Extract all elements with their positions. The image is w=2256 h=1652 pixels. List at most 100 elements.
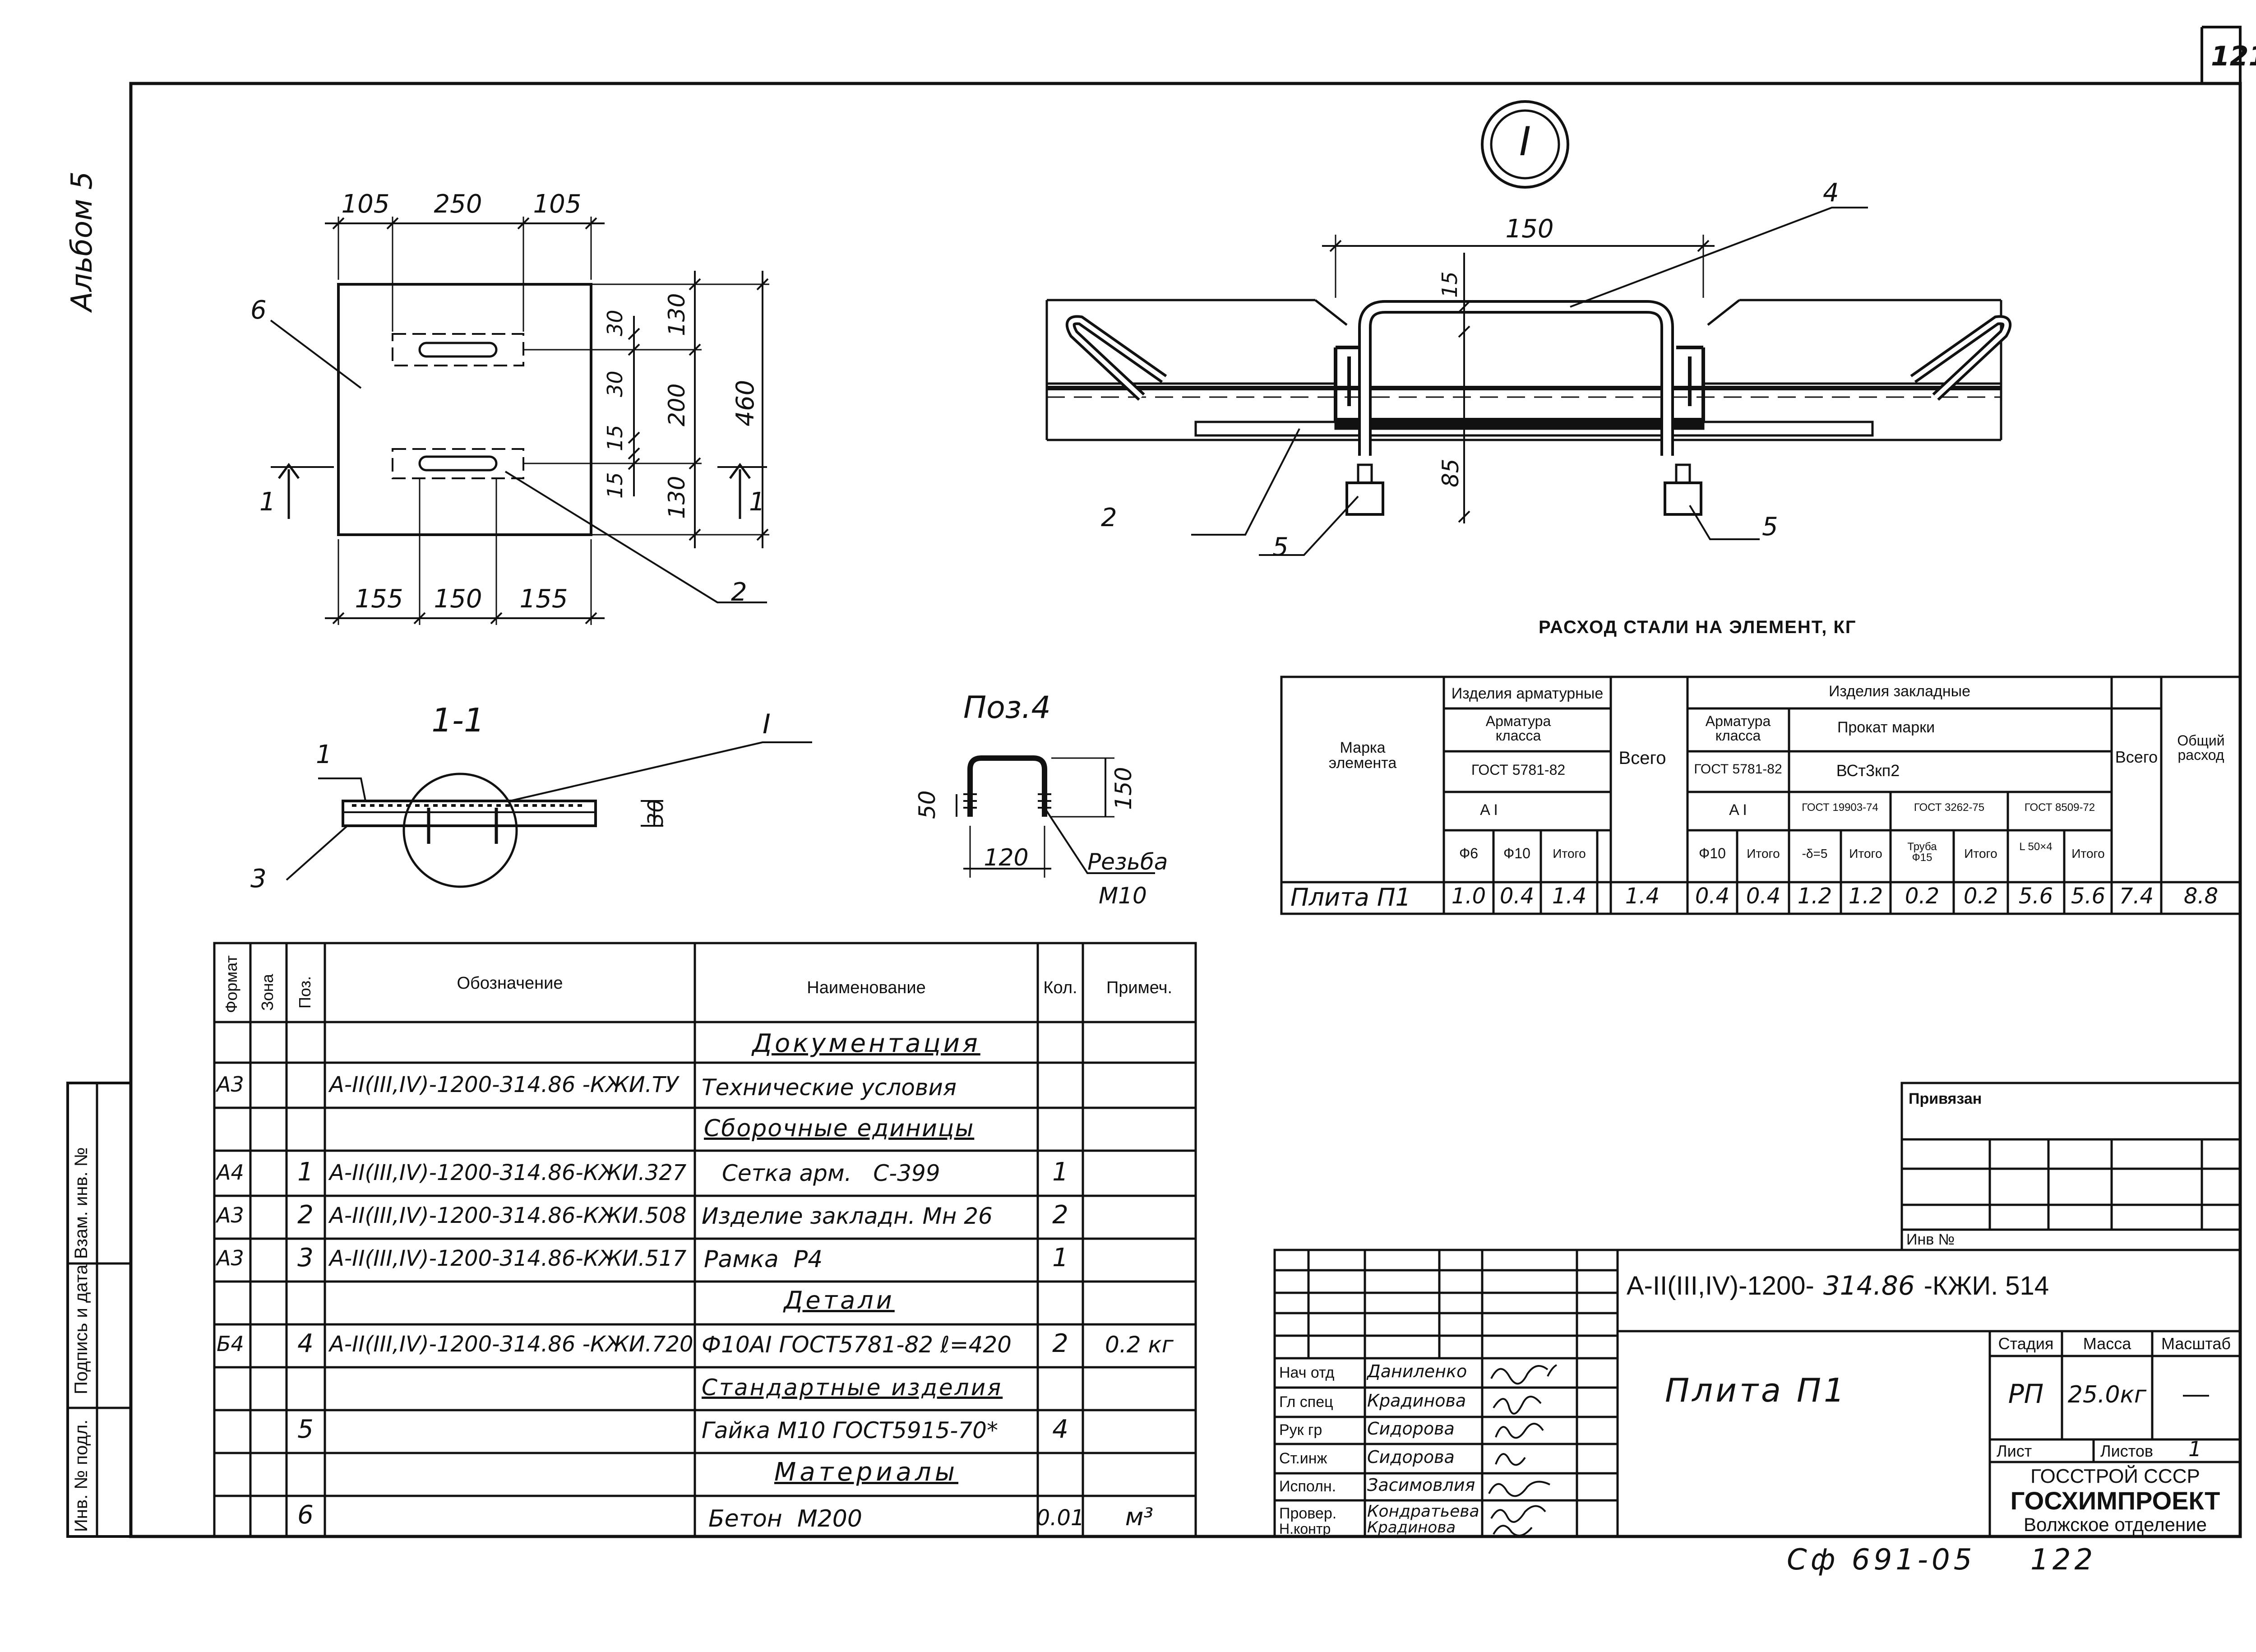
steel-row-label: Плита П1 [1290,883,1411,912]
spec-row-fmt: А3 [217,1072,244,1097]
steel-sub-f6: Ф6 [1459,845,1479,861]
role-label: Рук гр [1279,1421,1322,1439]
dim-bottom-3: 155 [519,584,568,614]
dim-right-15b: 15 [603,472,627,499]
spec-row-section: Детали [784,1286,895,1314]
spec-h-designation: Обозначение [457,974,563,993]
spec-row-fmt: Б4 [217,1332,244,1356]
spec-row-name: Ф10АI ГОСТ5781-82 ℓ=420 [702,1332,1012,1358]
steel-val-13: 7.4 [2119,884,2154,909]
title-org3: Волжское отделение [2024,1514,2207,1535]
role-label: Н.контр [1279,1521,1331,1537]
steel-h-total1: Всего [1618,748,1666,768]
spec-row-des: А-II(III,IV)-1200-314.86 -КЖИ.720 [329,1332,693,1357]
plan-view [270,217,769,625]
steel-val-1: 1.0 [1451,884,1486,909]
steel-sub-f10: Ф10 [1503,845,1530,861]
dim-top-2: 250 [434,190,482,219]
detail-marker: I [1519,118,1531,165]
detail-dim-150: 150 [1505,214,1554,244]
steel-h-gost3: ГОСТ 19903-74 [1802,801,1878,814]
page-number: 121 [2211,41,2256,72]
title-sheets-header: Листов [2100,1442,2153,1460]
title-mass: 25.0кг [2067,1381,2147,1408]
steel-h-total2: Всего [2115,748,2158,766]
section-mark-right: 1 [749,487,765,517]
steel-h-overall: Общий расход [2177,732,2225,763]
title-mass-header: Масса [2083,1334,2131,1353]
spec-h-qty: Кол. [1043,978,1077,997]
bottom-code: Сф 691-05 [1787,1543,1976,1577]
steel-sub-itogo3: Итого [1849,847,1882,861]
spec-row-section: Сборочные единицы [704,1115,975,1142]
dim-top-1: 105 [341,190,390,219]
spec-row-pos: 2 [297,1200,314,1230]
callout-2-plan: 2 [731,578,747,607]
privyazan-label: Привязан [1909,1090,1982,1107]
spec-row-fmt: А3 [217,1203,244,1227]
steel-val-11: 5.6 [2018,884,2053,909]
spec-row-qty: 2 [1052,1329,1068,1358]
role-label: Провер. [1279,1505,1337,1522]
pos4-shape [956,755,1155,878]
spec-h-format: Формат [222,955,240,1013]
role-name: Даниленко [1367,1361,1467,1381]
steel-table-title: РАСХОД СТАЛИ НА ЭЛЕМЕНТ, КГ [1539,617,1857,637]
spec-row-pos: 5 [297,1415,314,1444]
signatures [1488,1364,1558,1536]
pos4-dim-120: 120 [984,844,1029,871]
side-stamp-inv: Инв. № подл. [71,1419,91,1532]
steel-h-mark: Марка элемента [1328,739,1397,772]
dim-right-130b: 130 [664,476,690,519]
steel-table-grid [1280,676,2242,915]
pos4-thread-label: Резьба [1087,849,1168,875]
steel-h-arm-class2: Арматура класса [1705,713,1771,744]
role-label: Ст.инж [1279,1450,1327,1467]
steel-h-steel: ВСт3кп2 [1836,761,1900,780]
steel-h-ai2: A I [1729,801,1747,819]
spec-row-pos: 1 [297,1157,314,1187]
steel-val-5: 0.4 [1695,884,1730,909]
title-org1: ГОССТРОЙ СССР [2030,1465,2200,1487]
steel-sub-itogo5: Итого [2071,847,2105,861]
dim-right-15a: 15 [603,425,627,451]
steel-sub-pipe: Труба Ф15 [1907,841,1937,864]
dim-right-30b: 30 [603,370,627,397]
spec-row-section: Документация [752,1029,980,1058]
spec-row-fmt: А3 [217,1246,244,1270]
steel-val-14: 8.8 [2183,884,2219,909]
spec-row-name: Изделие закладн. Мн 26 [702,1203,993,1229]
steel-sub-angle: L 50×4 [2019,841,2053,853]
spec-row-name: Сетка арм. С-399 [722,1160,940,1186]
spec-row-name: Гайка М10 ГОСТ5915-70* [702,1417,998,1444]
detail-dim-15: 15 [1438,271,1462,298]
dim-top-3: 105 [533,190,582,219]
spec-table-grid [213,942,1197,1538]
dim-right-30a: 30 [603,310,627,336]
pos4-dim-150: 150 [1110,767,1137,810]
steel-sub-itogo2: Итого [1747,847,1780,861]
detail-callout-5b: 5 [1762,512,1778,541]
steel-sub-itogo1: Итого [1553,847,1586,861]
detail-dim-85: 85 [1438,458,1464,487]
steel-val-8: 1.2 [1848,884,1883,909]
title-scale: — [2183,1379,2209,1408]
spec-row-qty: 1 [1052,1243,1068,1273]
bottom-number: 122 [2030,1543,2097,1577]
spec-row-note: м³ [1125,1503,1154,1531]
spec-row-pos: 4 [297,1329,314,1358]
callout-6: 6 [250,296,267,325]
spec-row-qty: 2 [1052,1200,1068,1230]
spec-row-section: Стандартные изделия [702,1374,1003,1401]
detail-callout-5a: 5 [1272,532,1289,562]
role-name: Сидорова [1367,1419,1455,1439]
steel-h-gost5: ГОСТ 8509-72 [2024,801,2095,814]
spec-h-zone: Зона [258,974,277,1011]
spec-row-name: Бетон М200 [708,1505,862,1532]
section-title: 1-1 [431,701,485,739]
dim-total-460: 460 [731,379,759,426]
role-name: Кондратьева [1367,1502,1479,1521]
callout-3: 3 [250,864,267,893]
dim-right-130a: 130 [664,293,690,336]
